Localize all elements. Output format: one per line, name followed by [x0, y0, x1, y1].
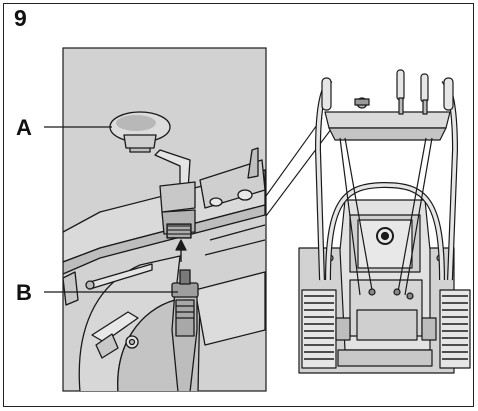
snowblower-rear-view	[298, 69, 471, 374]
detail-inset	[62, 47, 267, 392]
figure-frame	[3, 3, 474, 407]
callout-a-label: A	[16, 115, 32, 140]
figure-number: 9	[14, 5, 27, 31]
zoom-line-upper	[265, 117, 323, 197]
callout-b-label: B	[16, 280, 32, 305]
